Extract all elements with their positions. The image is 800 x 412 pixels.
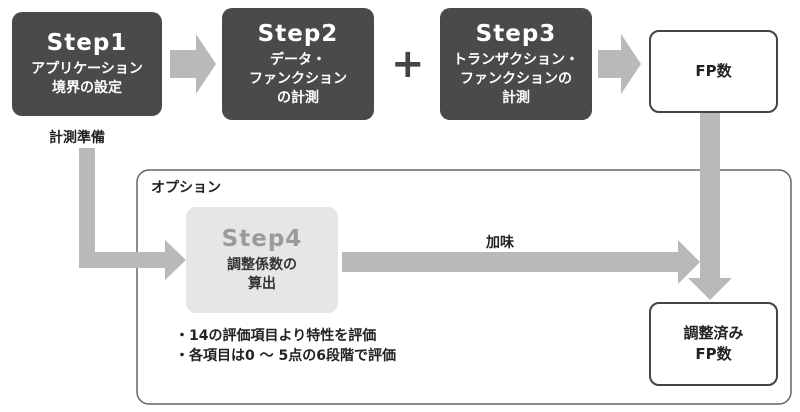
adjusted-fp-box: 調整済み FP数 <box>649 302 778 386</box>
step3-text: トランザクション・ ファンクションの 計測 <box>453 51 579 106</box>
arrow-step3-to-fp <box>598 34 641 94</box>
fp-count-label: FP数 <box>695 62 732 80</box>
note-item: ・各項目は0 〜 5点の6段階で評価 <box>175 348 396 364</box>
add-label: 加味 <box>486 235 514 251</box>
evaluation-notes: ・14の評価項目より特性を評価 ・各項目は0 〜 5点の6段階で評価 <box>175 326 396 366</box>
prep-label: 計測準備 <box>49 130 105 146</box>
step4-text: 調整係数の 算出 <box>227 257 297 292</box>
step1-text: アプリケーション 境界の設定 <box>31 61 143 96</box>
fp-count-box: FP数 <box>649 30 778 113</box>
note-item: ・14の評価項目より特性を評価 <box>175 328 377 344</box>
arrow-step4-to-adjusted <box>342 240 700 284</box>
step2-title: Step2 <box>257 20 339 47</box>
step1-box: Step1 アプリケーション 境界の設定 <box>12 12 162 116</box>
step3-box: Step3 トランザクション・ ファンクションの 計測 <box>440 8 592 120</box>
step3-title: Step3 <box>475 20 557 47</box>
arrow-prep-to-step4 <box>79 148 186 280</box>
step2-text: データ・ ファンクション の計測 <box>249 51 347 106</box>
adjusted-fp-label: 調整済み FP数 <box>683 324 744 363</box>
plus-operator: + <box>391 41 425 87</box>
step4-title: Step4 <box>221 226 303 252</box>
arrow-step1-to-step2 <box>170 34 216 94</box>
step1-title: Step1 <box>46 30 128 56</box>
step2-box: Step2 データ・ ファンクション の計測 <box>222 8 374 120</box>
arrow-fp-to-adjusted <box>688 113 732 300</box>
step4-box: Step4 調整係数の 算出 <box>186 207 338 313</box>
option-label: オプション <box>151 180 221 196</box>
option-region-frame <box>136 169 792 405</box>
